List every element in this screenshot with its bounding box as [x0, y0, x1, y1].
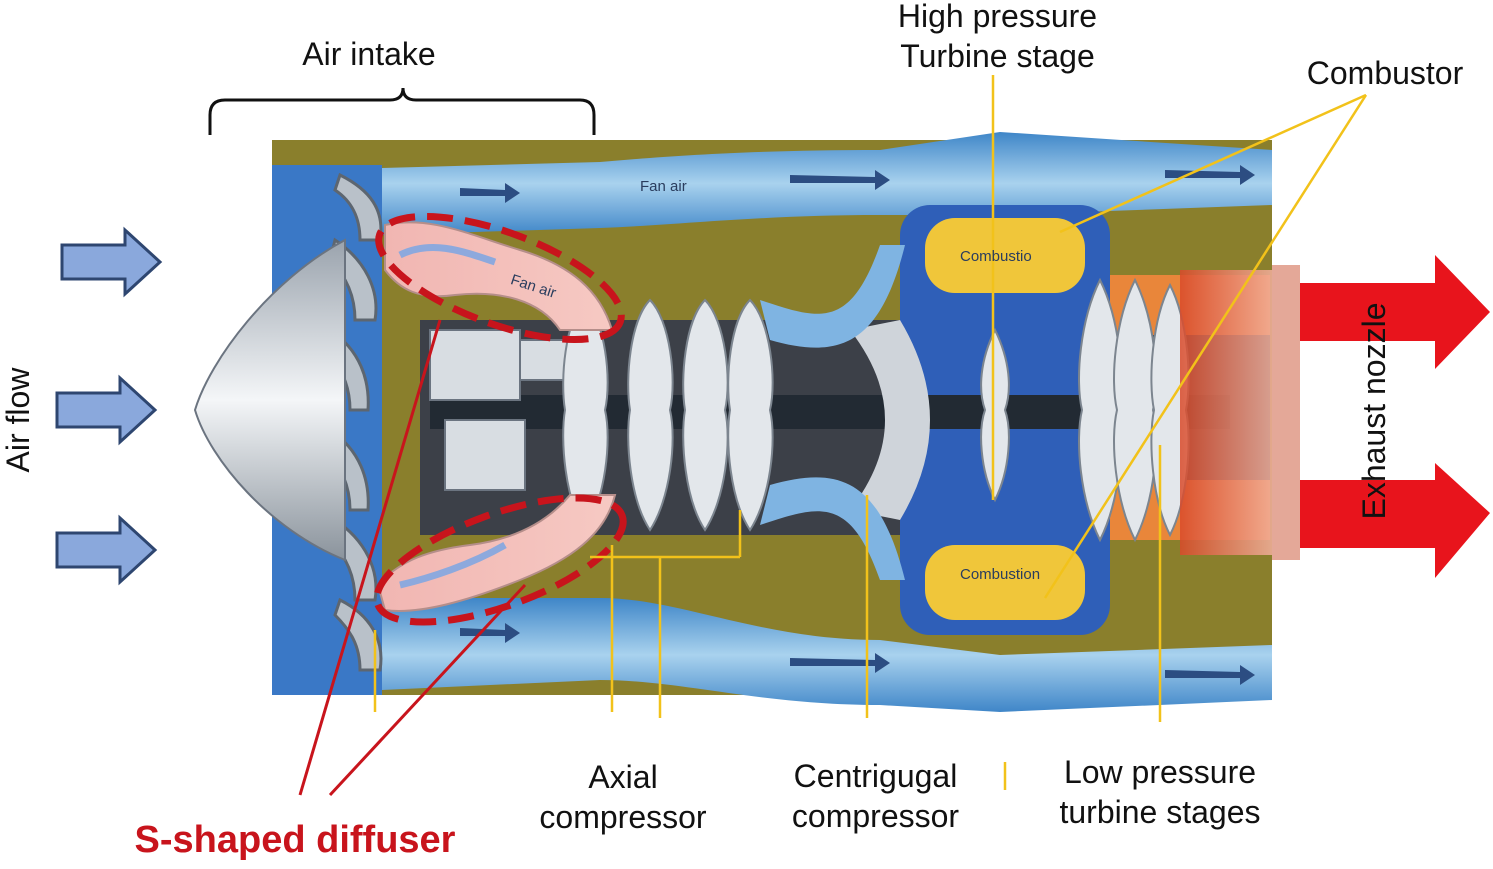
- centrifugal-compressor-label: Centrigugal compressor: [791, 758, 960, 834]
- inlet-air-flow-arrows: [55, 226, 163, 586]
- air-intake-bracket: [208, 87, 596, 135]
- air-flow-label: Air flow: [0, 367, 36, 473]
- s-shaped-diffuser-label: S-shaped diffuser: [134, 819, 456, 861]
- spinner-cone: [193, 238, 346, 562]
- axial-compressor-stages: [562, 298, 774, 532]
- diffuser-highlight-ellipses: [373, 212, 627, 626]
- bottom-bypass-duct: [382, 598, 1272, 712]
- combustor-chamber-top: [925, 218, 1085, 293]
- exhaust-arrows: [1300, 255, 1490, 578]
- fan-air-top-label: Fan air: [640, 178, 687, 195]
- lp-turbine-label: Low pressure turbine stages: [1059, 754, 1261, 830]
- axial-compressor-label: Axial compressor: [539, 759, 707, 835]
- exhaust-nozzle-label: Exhaust nozzle: [1356, 302, 1392, 520]
- combustor-label: Combustor: [1306, 55, 1464, 91]
- air-intake-label: Air intake: [302, 36, 436, 72]
- centrifugal-compressor-disk: [850, 320, 930, 520]
- combustor-chamber-bottom: [925, 545, 1085, 620]
- diffuser-leader-lines: [298, 319, 527, 797]
- exhaust-region: [1180, 270, 1275, 555]
- combustion-bottom-label: Combustion: [960, 566, 1041, 583]
- hp-turbine-label: High pressure Turbine stage: [897, 0, 1098, 74]
- internal-flow-arrows: [460, 165, 1255, 685]
- s-shaped-diffuser-shapes: [376, 221, 617, 612]
- combustion-top-label: Combustio: [960, 248, 1032, 265]
- leader-lines: [373, 75, 1368, 790]
